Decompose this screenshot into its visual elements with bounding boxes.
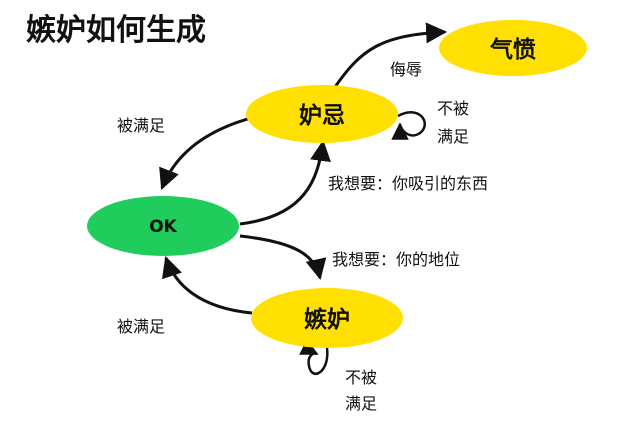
edge-label-satisfied-bottom: 被满足 bbox=[117, 317, 165, 336]
node-qifen-shape bbox=[439, 20, 587, 76]
node-duji-shape bbox=[246, 85, 398, 143]
page-title: 嫉妒如何生成 bbox=[26, 13, 206, 48]
node-duji: 妒忌 bbox=[246, 85, 398, 143]
node-jidu: 嫉妒 bbox=[251, 288, 403, 348]
edge-label-not-satisfied-top-line1: 不被 bbox=[437, 99, 469, 118]
edge-ok-to-duji bbox=[239, 139, 331, 226]
edge-label-want-status: 我想要：你的地位 bbox=[332, 250, 460, 269]
node-ok: OK bbox=[87, 196, 239, 256]
edge-label-not-satisfied-top-line2: 满足 bbox=[437, 127, 469, 146]
node-ok-shape bbox=[87, 196, 239, 256]
edge-label-satisfied-top: 被满足 bbox=[117, 116, 165, 135]
node-duji-label: 妒忌 bbox=[299, 102, 345, 129]
node-qifen-label: 气愤 bbox=[489, 36, 536, 63]
node-jidu-shape bbox=[251, 288, 403, 348]
edge-duji-to-ok bbox=[159, 115, 256, 190]
edge-jidu-to-ok bbox=[162, 256, 253, 315]
edge-label-not-satisfied-bottom-line2: 满足 bbox=[345, 394, 377, 413]
edge-jidu-self-loop bbox=[299, 339, 329, 375]
node-qifen: 气愤 bbox=[439, 20, 587, 76]
node-ok-label: OK bbox=[149, 217, 177, 237]
edge-label-insult: 侮辱 bbox=[390, 60, 422, 79]
edge-label-want-attraction: 我想要：你吸引的东西 bbox=[328, 174, 488, 193]
edge-label-not-satisfied-bottom-line1: 不被 bbox=[345, 368, 377, 387]
edge-duji-to-qifen bbox=[331, 22, 448, 91]
edge-duji-self-loop bbox=[391, 111, 426, 140]
edge-ok-to-jidu bbox=[239, 234, 327, 281]
node-jidu-label: 嫉妒 bbox=[304, 306, 350, 333]
